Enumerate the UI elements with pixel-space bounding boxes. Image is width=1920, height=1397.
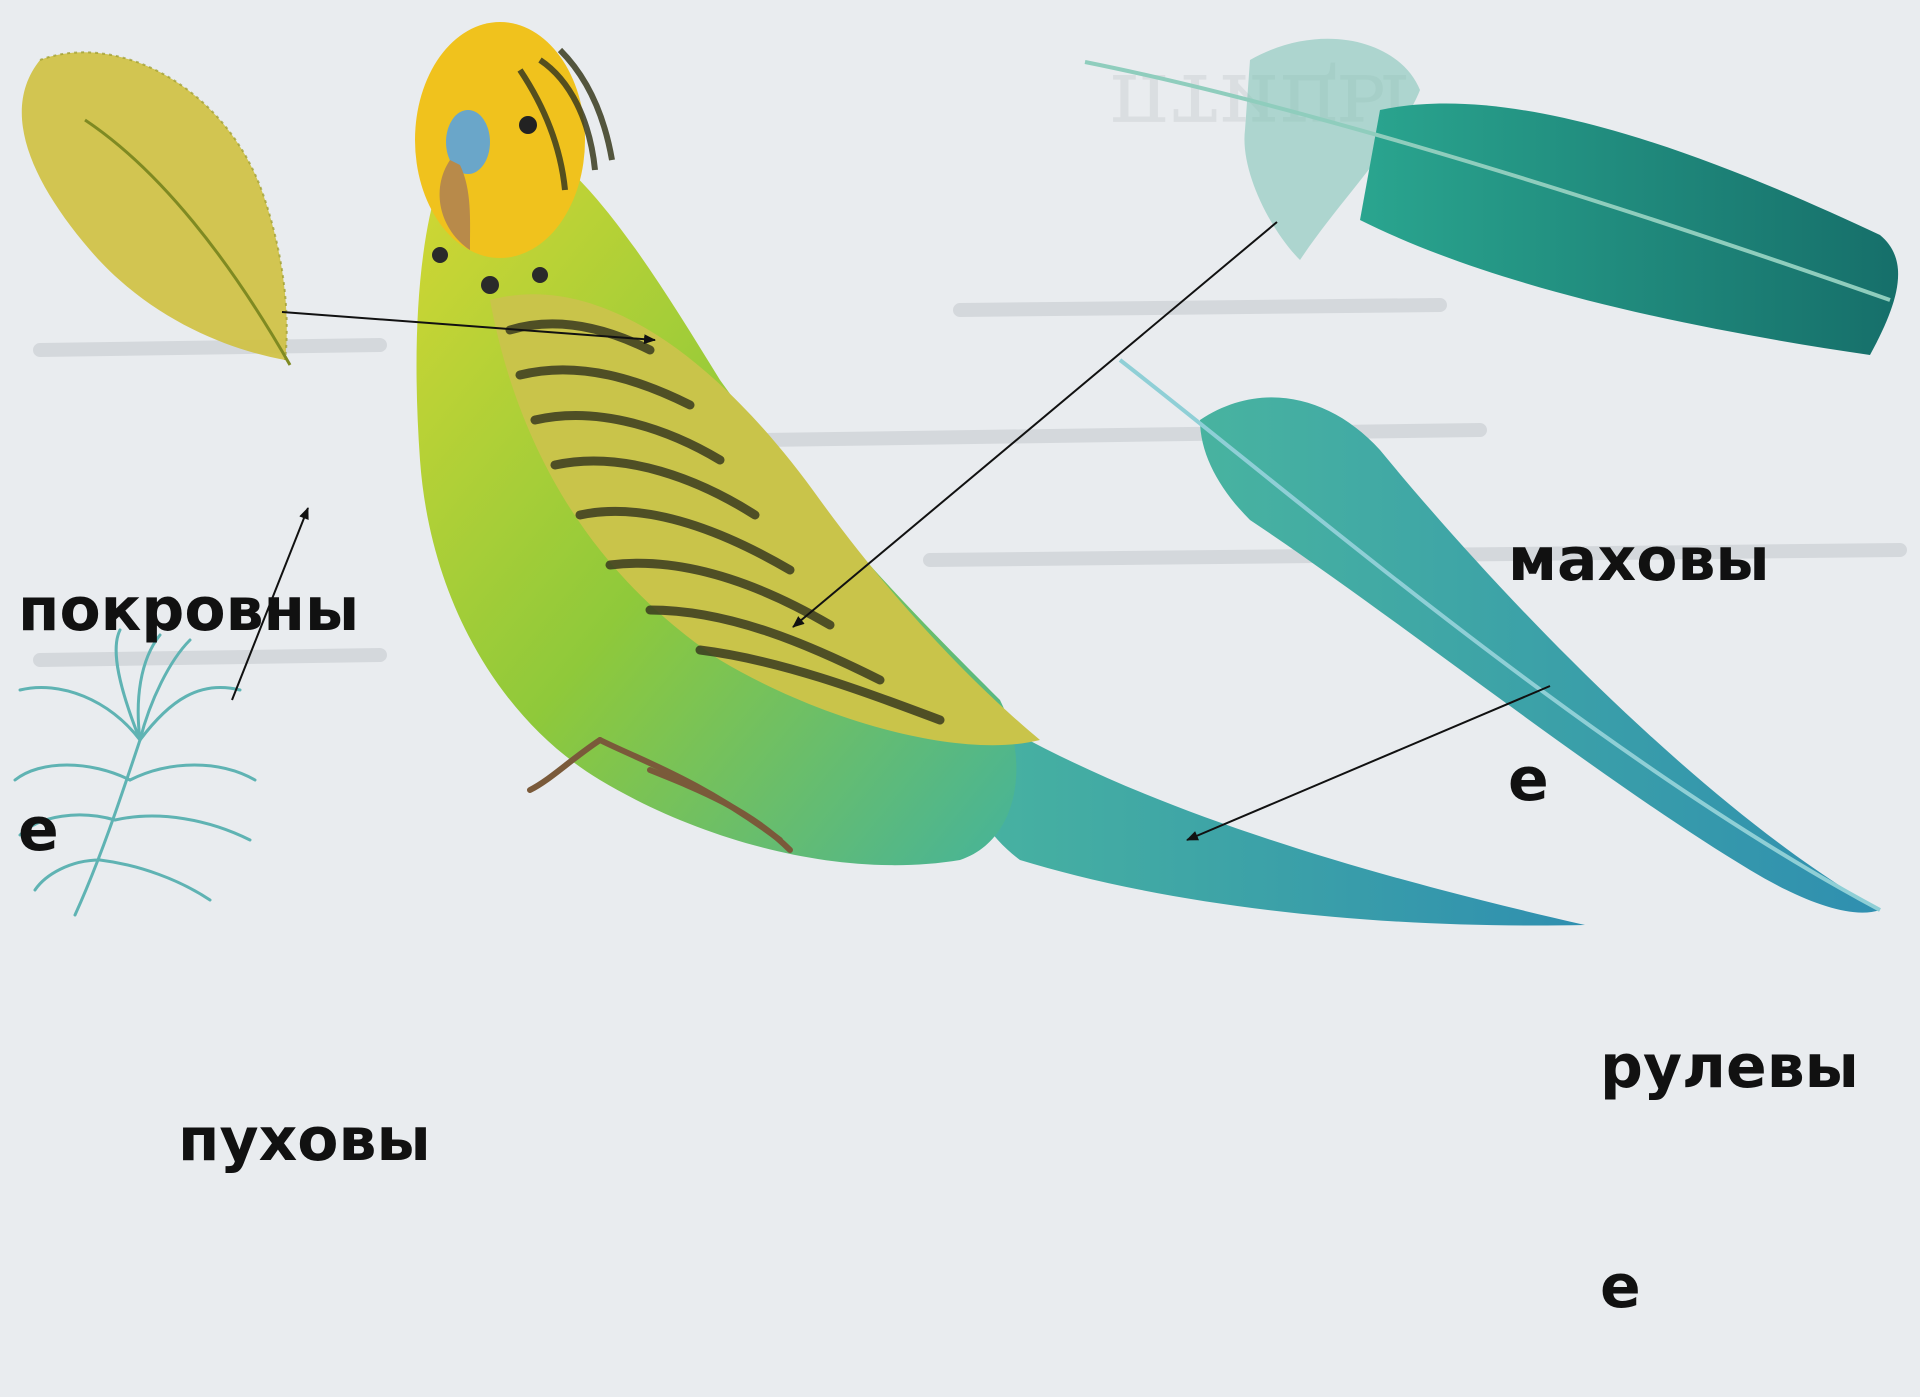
label-tail-feathers: рулевы е xyxy=(1600,885,1859,1397)
covert-feather-icon xyxy=(22,52,290,365)
label-down-feathers: пуховы xyxy=(178,958,431,1397)
label-tail-feathers-line1: рулевы xyxy=(1600,1031,1859,1104)
label-flight-feathers-line2: е xyxy=(1508,744,1770,817)
label-flight-feathers: маховы е xyxy=(1508,378,1770,890)
label-flight-feathers-line1: маховы xyxy=(1508,524,1770,597)
label-covert-feathers: покровны е xyxy=(18,428,359,940)
label-tail-feathers-line2: е xyxy=(1600,1251,1859,1324)
label-down-feathers-line1: пуховы xyxy=(178,1104,431,1177)
arrow-tail xyxy=(1187,686,1550,840)
label-covert-feathers-line2: е xyxy=(18,794,359,867)
label-covert-feathers-line1: покровны xyxy=(18,574,359,647)
